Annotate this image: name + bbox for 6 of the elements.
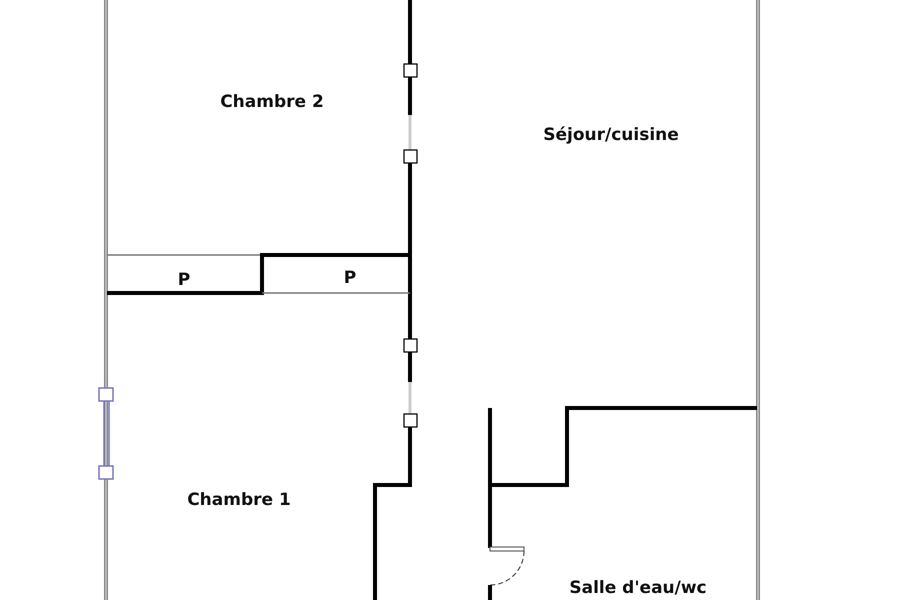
room-label: Chambre 1 [187, 490, 291, 510]
room-label: P [344, 268, 356, 288]
room-label: P [178, 270, 190, 290]
room-label: Chambre 2 [220, 92, 324, 112]
room-label: Salle d'eau/wc [569, 578, 707, 598]
room-label: Séjour/cuisine [543, 125, 679, 145]
